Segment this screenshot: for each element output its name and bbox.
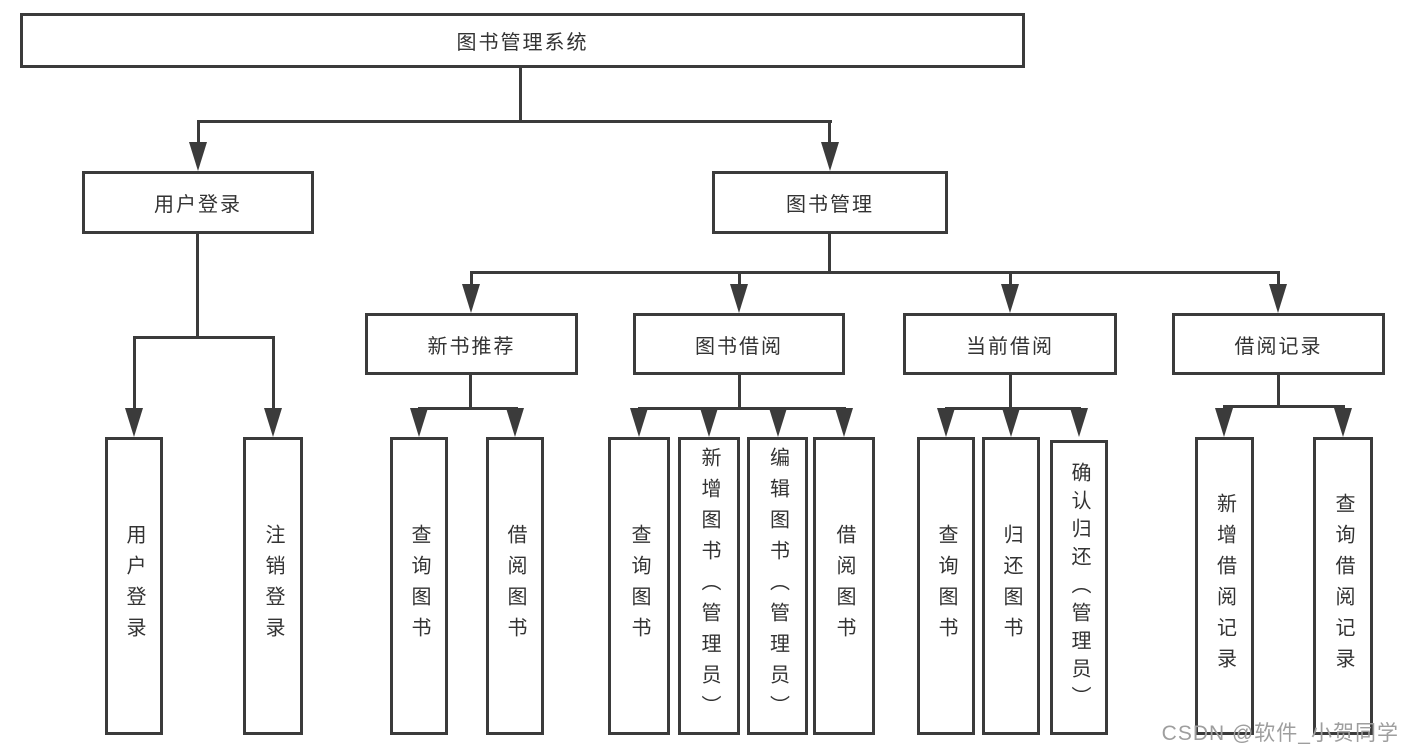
leaf-cb-return-books: 归还图书 — [982, 437, 1040, 735]
node-label: 图书管理 — [786, 194, 874, 216]
arrow-bb-borrow-books — [835, 408, 853, 437]
connector-drop-user-login — [197, 120, 200, 142]
node-borrow-records: 借阅记录 — [1172, 313, 1385, 375]
leaf-label: 归还图书 — [1000, 524, 1022, 648]
connector-root-bus — [197, 120, 832, 123]
arrow-borrow-records — [1269, 284, 1287, 313]
leaf-label: 用户登录 — [123, 524, 145, 648]
connector-drop-current-borrow — [1009, 271, 1012, 284]
arrow-user-login — [189, 142, 207, 171]
connector-user-login-bus — [133, 336, 275, 339]
connector-drop-book-management — [828, 120, 831, 142]
leaf-cb-query-books: 查询图书 — [917, 437, 975, 735]
leaf-bb-borrow-books: 借阅图书 — [813, 437, 875, 735]
leaf-label: 借阅图书 — [504, 524, 526, 648]
connector-new-book-stem — [469, 375, 472, 410]
node-label: 用户登录 — [154, 194, 242, 216]
arrow-bb-add-books — [700, 408, 718, 437]
node-user-login: 用户登录 — [82, 171, 314, 234]
arrow-cb-return-books — [1002, 408, 1020, 437]
leaf-cb-confirm-return: 确认归还（管理员） — [1050, 440, 1108, 735]
arrow-bb-edit-books — [769, 408, 787, 437]
node-label: 图书管理系统 — [456, 32, 589, 54]
arrow-book-borrow — [730, 284, 748, 313]
leaf-bb-query-books: 查询图书 — [608, 437, 670, 735]
node-label: 图书借阅 — [695, 335, 783, 358]
arrow-new-book-recommend — [462, 284, 480, 313]
leaf-nb-query-books: 查询图书 — [390, 437, 448, 735]
node-label: 当前借阅 — [966, 335, 1054, 358]
connector-drop-new-book-recommend — [470, 271, 473, 284]
leaf-label: 确认归还（管理员） — [1068, 461, 1090, 714]
connector-borrow-records-stem — [1277, 375, 1280, 408]
connector-drop-book-borrow — [738, 271, 741, 284]
connector-current-borrow-stem — [1009, 375, 1012, 410]
leaf-br-add-record: 新增借阅记录 — [1195, 437, 1254, 735]
connector-book-management-bus — [470, 271, 1280, 274]
leaf-label: 查询图书 — [628, 524, 650, 648]
leaf-label: 借阅图书 — [833, 524, 855, 648]
connector-drop-leaf-logout — [272, 336, 275, 408]
connector-user-login-stem — [196, 234, 199, 339]
leaf-label: 注销登录 — [262, 524, 284, 648]
arrow-br-query-record — [1334, 408, 1352, 437]
leaf-logout: 注销登录 — [243, 437, 303, 735]
leaf-label: 新增借阅记录 — [1213, 493, 1236, 679]
connector-borrow-records-bus — [1223, 405, 1345, 408]
node-book-management: 图书管理 — [712, 171, 948, 234]
node-current-borrow: 当前借阅 — [903, 313, 1117, 375]
leaf-label: 查询图书 — [935, 524, 957, 648]
arrow-nb-query-books — [410, 408, 428, 437]
connector-new-book-bus — [418, 407, 518, 410]
node-book-borrow: 图书借阅 — [633, 313, 845, 375]
arrow-leaf-user-login — [125, 408, 143, 437]
leaf-label: 查询图书 — [408, 524, 430, 648]
leaf-bb-add-books: 新增图书（管理员） — [678, 437, 740, 735]
leaf-label: 查询借阅记录 — [1332, 493, 1354, 679]
arrow-br-add-record — [1215, 408, 1233, 437]
arrow-current-borrow — [1001, 284, 1019, 313]
leaf-user-login: 用户登录 — [105, 437, 163, 735]
node-library-management-system: 图书管理系统 — [20, 13, 1025, 68]
arrow-cb-query-books — [937, 408, 955, 437]
arrow-leaf-logout — [264, 408, 282, 437]
arrow-book-management — [821, 142, 839, 171]
leaf-br-query-record: 查询借阅记录 — [1313, 437, 1373, 735]
leaf-bb-edit-books: 编辑图书（管理员） — [747, 437, 808, 735]
node-new-book-recommend: 新书推荐 — [365, 313, 578, 375]
connector-book-management-stem — [828, 234, 831, 274]
connector-drop-leaf-user-login — [133, 336, 136, 408]
leaf-label: 新增图书（管理员） — [698, 446, 720, 726]
node-label: 借阅记录 — [1234, 335, 1323, 358]
connector-book-borrow-bus — [638, 407, 846, 410]
connector-root-stem — [519, 68, 522, 121]
connector-book-borrow-stem — [738, 375, 741, 410]
csdn-watermark: CSDN @软件_小贺同学 — [1161, 722, 1399, 745]
connector-drop-borrow-records — [1277, 271, 1280, 284]
arrow-cb-confirm-return — [1070, 408, 1088, 437]
leaf-label: 编辑图书（管理员） — [766, 446, 789, 726]
arrow-bb-query-books — [630, 408, 648, 437]
arrow-nb-borrow-books — [506, 408, 524, 437]
leaf-nb-borrow-books: 借阅图书 — [486, 437, 544, 735]
node-label: 新书推荐 — [427, 335, 516, 358]
